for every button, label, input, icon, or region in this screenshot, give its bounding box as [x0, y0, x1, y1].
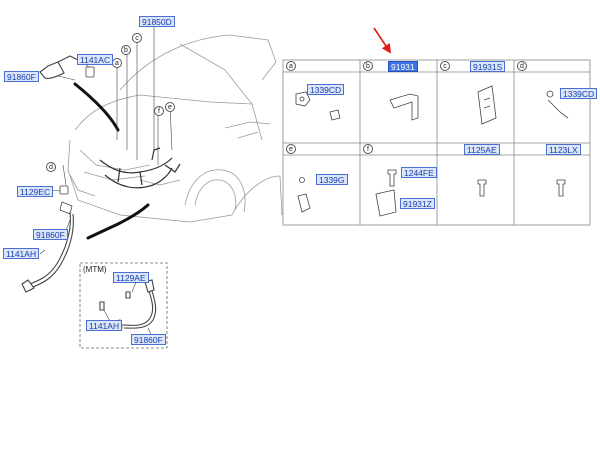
cell-g-header-part-1125ae[interactable]: 1125AE — [464, 144, 500, 155]
cell-illustrations — [295, 85, 569, 217]
cell-letter-b: b — [363, 61, 373, 71]
callout-f: f — [154, 106, 164, 116]
main-cables — [73, 82, 150, 240]
cell-h-header-part-1123lx[interactable]: 1123LX — [546, 144, 581, 155]
cell-e-part-1339g[interactable]: 1339G — [316, 174, 348, 185]
cell-letter-e: e — [286, 144, 296, 154]
battery-cable-left — [21, 55, 79, 293]
wiring-harness — [99, 147, 181, 189]
connector-parts — [59, 66, 95, 215]
cell-f-part-91931z[interactable]: 91931Z — [400, 198, 435, 209]
cell-letter-f: f — [363, 144, 373, 154]
cell-a-part-1339cd[interactable]: 1339CD — [307, 84, 345, 95]
cell-letter-a: a — [286, 61, 296, 71]
part-label-1129ae[interactable]: 1129AE — [113, 272, 149, 283]
callout-a: a — [112, 58, 122, 68]
pointer-arrow — [373, 27, 392, 54]
cell-b-header-part-91931-selected[interactable]: 91931 — [388, 61, 418, 72]
part-label-91850d[interactable]: 91850D — [139, 16, 175, 27]
part-label-1141ah[interactable]: 1141AH — [3, 248, 40, 259]
part-label-1141ac[interactable]: 1141AC — [77, 54, 114, 65]
cell-letter-d: d — [517, 61, 527, 71]
bolt-1129ec — [59, 185, 69, 195]
part-label-91860f-top[interactable]: 91860F — [4, 71, 39, 82]
terminal-top — [59, 201, 73, 215]
mtm-label: (MTM) — [83, 265, 107, 274]
callout-e: e — [165, 102, 175, 112]
cell-letter-c: c — [440, 61, 450, 71]
part-label-91860f-mid[interactable]: 91860F — [33, 229, 68, 240]
cell-c-header-part-91931s[interactable]: 91931S — [470, 61, 506, 72]
callout-c: c — [132, 33, 142, 43]
part-label-1129ec[interactable]: 1129EC — [17, 186, 54, 197]
part-label-1141ah-mtm[interactable]: 1141AH — [86, 320, 123, 331]
parts-table-grid — [282, 59, 591, 226]
vehicle-outline — [67, 34, 283, 223]
callout-b: b — [121, 45, 131, 55]
cell-f-part-1244fe[interactable]: 1244FE — [401, 167, 437, 178]
callout-d: d — [46, 162, 56, 172]
part-label-91860f-mtm[interactable]: 91860F — [131, 334, 166, 345]
cell-d-part-1339cd[interactable]: 1339CD — [560, 88, 598, 99]
clip-1141ac — [85, 66, 95, 78]
